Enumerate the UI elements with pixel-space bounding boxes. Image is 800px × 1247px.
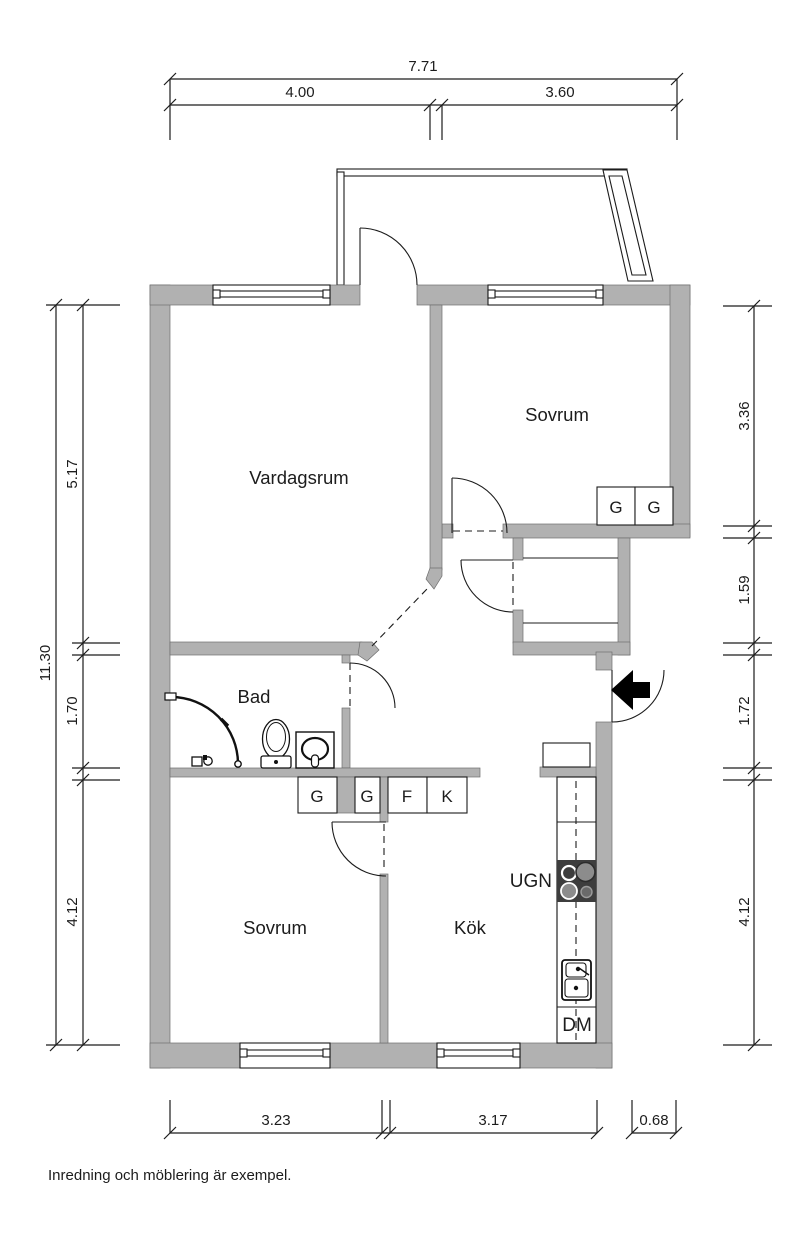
dim-right-seg4: 4.12 (736, 897, 753, 926)
bathroom-sink-icon (295, 731, 335, 769)
room-label-bathroom: Bad (238, 686, 271, 707)
window-bottom-kitchen (436, 1042, 521, 1069)
dim-left-total: 11.30 (37, 645, 54, 681)
closet-label: G (310, 787, 323, 806)
dim-left-seg2: 1.70 (64, 696, 81, 725)
niche-door (460, 559, 514, 613)
shower-icon (164, 692, 242, 768)
stair-niche-landing (523, 557, 618, 624)
room-label-bedroom-bottom: Sovrum (243, 917, 307, 938)
closet-label: G (360, 787, 373, 806)
dim-bottom-seg1: 3.23 (261, 1112, 290, 1129)
closets: G G G G F K (297, 486, 674, 814)
toilet-icon (260, 718, 292, 769)
doors (331, 227, 665, 877)
closet-hall-g2 (354, 776, 381, 814)
window-top-bedroom (487, 284, 604, 306)
dim-left-seg3: 4.12 (64, 897, 81, 926)
closet-label: G (609, 498, 622, 517)
room-labels: Vardagsrum Sovrum Bad Sovrum Kök UGN DM (238, 404, 592, 1036)
dim-top-total: 7.71 (408, 58, 437, 75)
bedroom-top-door (451, 477, 508, 534)
kitchen-sink-icon (561, 959, 592, 1001)
dim-bottom-seg2: 3.17 (478, 1112, 507, 1129)
dimension-left: 11.30 5.17 1.70 4.12 (37, 298, 120, 1052)
entrance-arrow-icon (611, 670, 650, 710)
bathroom-fixtures (164, 692, 335, 769)
dim-left-seg1: 5.17 (64, 459, 81, 488)
dim-right-seg2: 1.59 (736, 575, 753, 604)
living-hall-opening (371, 588, 428, 647)
closet-label: F (402, 787, 412, 806)
closet-label: K (441, 787, 453, 806)
balcony (336, 168, 654, 286)
windows (212, 284, 604, 1069)
kitchen-fixtures (556, 776, 597, 1044)
closet-bedroom-top-1 (596, 486, 636, 526)
oven-label: UGN (510, 871, 552, 892)
footnote: Inredning och möblering är exempel. (48, 1167, 291, 1184)
entrance-door (611, 669, 665, 723)
room-label-kitchen: Kök (454, 917, 487, 938)
closet-hall-f (387, 776, 428, 814)
window-bottom-bedroom (239, 1042, 331, 1069)
closet-hall-g1 (297, 776, 338, 814)
dimension-top: 7.71 4.00 3.60 (163, 58, 684, 140)
dimension-bottom: 3.23 3.17 0.68 (163, 1100, 683, 1140)
closet-bedroom-top-2 (634, 486, 674, 526)
dimension-right: 3.36 1.59 1.72 4.12 (723, 299, 772, 1052)
dim-right-seg1: 3.36 (736, 401, 753, 430)
balcony-glass-panel (608, 175, 647, 276)
dim-top-left: 4.00 (285, 84, 314, 101)
dim-right-seg3: 1.72 (736, 696, 753, 725)
window-top-living (212, 284, 331, 306)
bedroom-bottom-door (331, 821, 387, 877)
dim-top-right: 3.60 (545, 84, 574, 101)
closet-hall-k (426, 776, 468, 814)
closet-label: G (647, 498, 660, 517)
walls (149, 284, 691, 1069)
stove-icon (557, 860, 596, 902)
balcony-door (359, 227, 418, 286)
bathroom-door (349, 662, 396, 709)
dim-bottom-seg3: 0.68 (639, 1112, 668, 1129)
hall-cabinet (542, 742, 591, 768)
room-label-bedroom-top: Sovrum (525, 404, 589, 425)
dishwasher-label: DM (562, 1015, 592, 1036)
room-label-living: Vardagsrum (249, 467, 348, 488)
